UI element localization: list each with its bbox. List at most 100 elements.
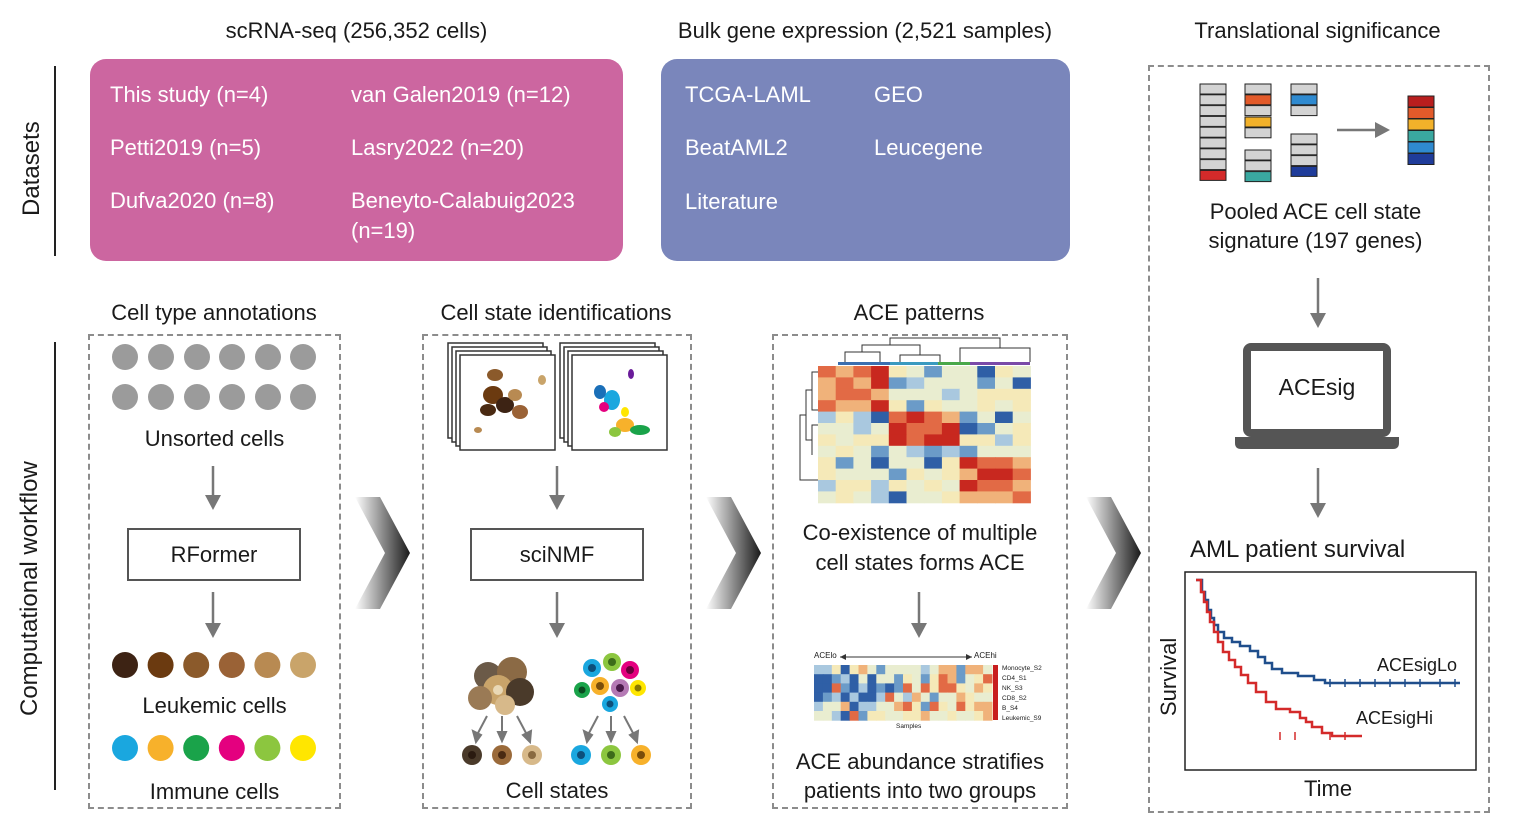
heatmap-cell (871, 445, 890, 458)
panel2-title: Cell state identifications (440, 300, 672, 325)
signature-gene-cell (1290, 155, 1318, 167)
mini-heatmap-cell (929, 692, 940, 703)
mini-heatmap-cell (903, 711, 913, 721)
heatmap-cell (888, 491, 907, 504)
mini-heatmap-cell (814, 683, 824, 694)
heatmap-cell (818, 480, 837, 492)
mini-heatmap-cell (831, 711, 842, 721)
mini-heatmap-cell (974, 665, 984, 675)
heatmap-cell (924, 400, 943, 413)
workflow-divider (54, 342, 56, 790)
heatmap-cell (995, 366, 1014, 378)
unsorted-cells-label: Unsorted cells (144, 426, 285, 451)
mini-heatmap-cell (885, 683, 895, 694)
mini-heatmap-cell (867, 665, 877, 675)
signature-gene-cell (1199, 83, 1227, 95)
heatmap-cell (1012, 400, 1031, 413)
mini-heatmap-cell (929, 683, 940, 694)
mini-heatmap-cell (903, 701, 913, 712)
mini-heatmap-cell (867, 692, 877, 703)
heatmap-cell (959, 434, 978, 447)
heatmap-cell (1012, 388, 1031, 401)
acesighi-curve (1196, 578, 1362, 738)
mini-heatmap-cell (911, 674, 922, 684)
mini-heatmap-cell (885, 665, 895, 675)
signature-gene-cell (1244, 149, 1272, 161)
mini-heatmap-cell (920, 665, 931, 675)
mini-heatmap-cell (894, 701, 904, 712)
heatmap-cell (959, 423, 978, 435)
signature-gene-cell (1244, 94, 1272, 106)
heatmap-cell (941, 388, 961, 401)
acesig-label: ACEsig (1278, 374, 1356, 400)
leukemic-cells-label: Leukemic cells (142, 693, 287, 718)
mini-heatmap-cell (947, 711, 957, 721)
mini-row-label: CD4_S1 (1002, 675, 1027, 682)
heatmap-cell (941, 423, 961, 435)
heatmap-cell (888, 434, 907, 447)
heatmap-cell (888, 423, 907, 435)
mini-heatmap-cell (903, 665, 913, 675)
mini-heatmap-cell (822, 683, 833, 694)
mini-heatmap-cell (983, 683, 993, 694)
immune-cell-dot (147, 735, 174, 761)
heatmap-cell (835, 434, 854, 447)
dataset-leucegene: Leucegene (874, 135, 983, 160)
mini-heatmap-cell (938, 711, 948, 721)
heatmap-cell (853, 468, 872, 481)
heatmap-cell (853, 491, 872, 504)
mini-heatmap-cell (974, 674, 984, 684)
mini-heatmap-cell (849, 701, 859, 712)
survival-ylabel: Survival (1156, 637, 1181, 716)
mini-heatmap-cell (938, 692, 948, 703)
mini-heatmap-cell (929, 665, 940, 675)
abundance-text-line1: ACE abundance stratifies (795, 749, 1045, 774)
mini-heatmap-cell (911, 692, 922, 703)
heatmap-cell (995, 468, 1014, 481)
heatmap-cell (977, 480, 996, 492)
mini-heatmap-cell (920, 701, 931, 712)
heatmap-cell (853, 480, 872, 492)
heatmap-cell (995, 457, 1014, 470)
heatmap-cell (906, 434, 925, 447)
mini-heatmap-cell (947, 674, 957, 684)
leukemic-cell-dot (254, 652, 281, 678)
acesiglo-label: ACEsigLo (1377, 655, 1458, 675)
heatmap-cell (818, 388, 837, 401)
mini-heatmap-cell (965, 674, 975, 684)
mini-heatmap-cell (849, 711, 859, 721)
heatmap-cell (941, 434, 961, 447)
heatmap-cell (995, 411, 1014, 424)
heatmap-cell (1012, 423, 1031, 435)
dataset-beneyto-n: (n=19) (351, 218, 416, 243)
signature-gene-cell (1290, 133, 1318, 145)
mini-heatmap-cell (840, 674, 851, 684)
heatmap-cell (853, 400, 872, 413)
dataset-dufva: Dufva2020 (n=8) (110, 188, 275, 213)
heatmap-cell (818, 445, 837, 458)
signature-gene-cell (1290, 144, 1318, 156)
coexist-text-line1: Co-existence of multiple (802, 520, 1038, 545)
signature-text-line1: Pooled ACE cell state (1209, 199, 1422, 224)
mini-heatmap-cell (876, 701, 886, 712)
heatmap-cell (818, 411, 837, 424)
mini-heatmap-cell (911, 701, 922, 712)
heatmap-cell (959, 400, 978, 413)
mini-heatmap-cell (929, 711, 940, 721)
heatmap-cell (835, 366, 854, 378)
heatmap-cell (924, 366, 943, 378)
mini-heatmap-cell (983, 701, 993, 712)
heatmap-cell (941, 366, 961, 378)
signature-gene-cell (1199, 94, 1227, 106)
heatmap-cell (1012, 468, 1031, 481)
heatmap-cell (995, 388, 1014, 401)
heatmap-cell (906, 457, 925, 470)
heatmap-cell (835, 491, 854, 504)
